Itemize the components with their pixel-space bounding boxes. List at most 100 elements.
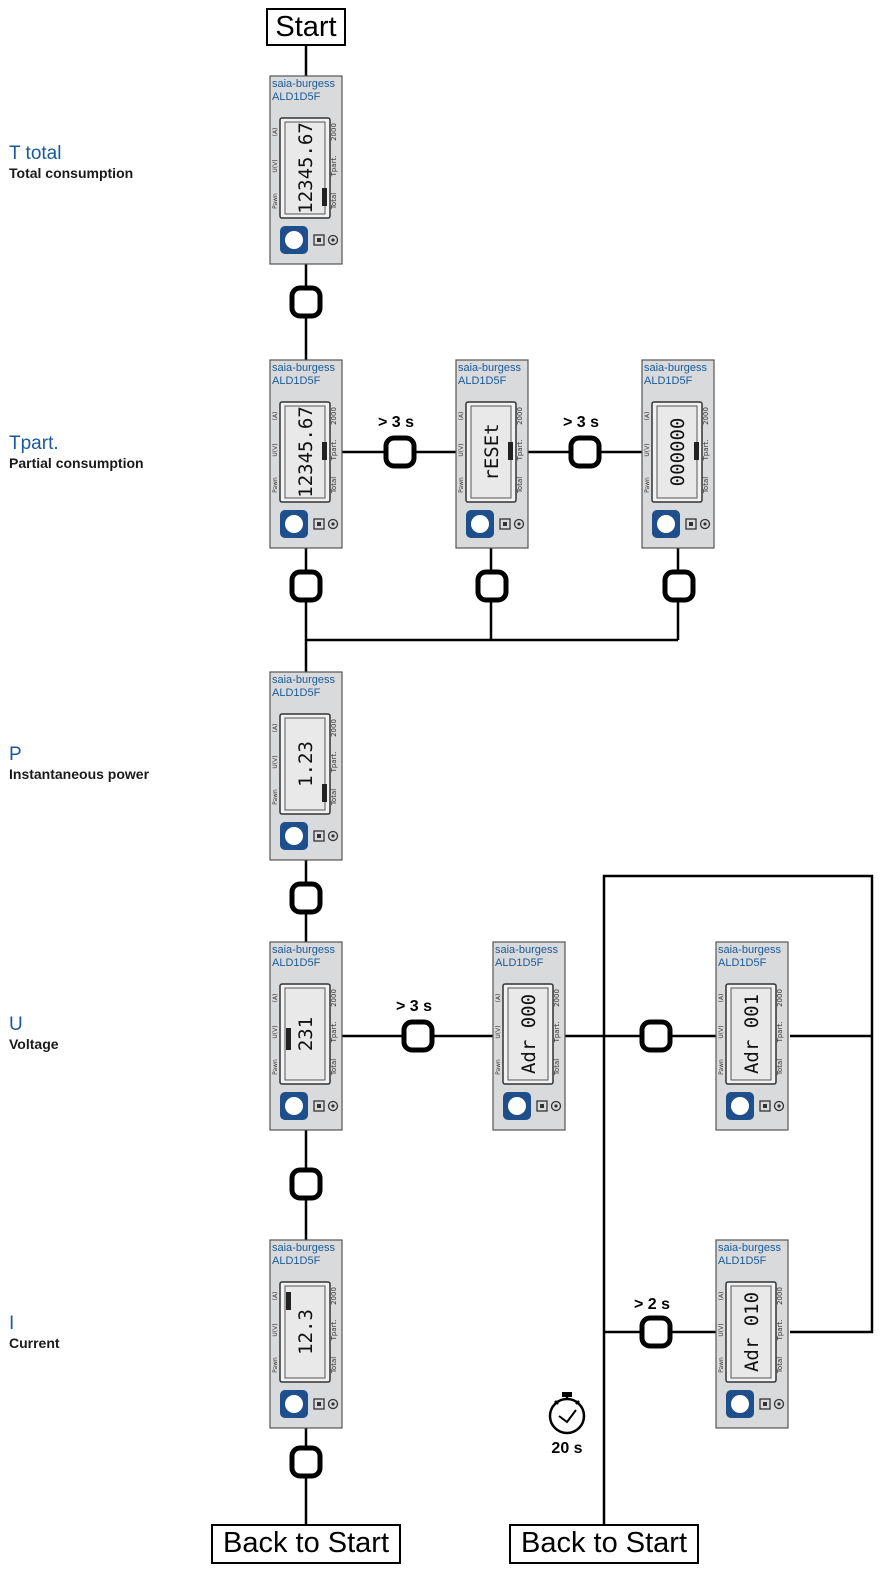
long-press-label: > 2 s [633,1296,671,1313]
brand-label: saia-burgess [718,944,781,956]
button-press-node [568,435,602,469]
lcd-indicator [322,188,327,206]
device-button-face [285,827,303,845]
lcd-side-label: Pawn [718,1357,725,1373]
meters: saia-burgessALD1D5F12345.67(A)U(V)Pawn20… [269,75,789,1429]
lcd-indicator [322,442,327,460]
section-label-i: I Current [9,1313,60,1351]
lcd-side-label: U(V) [644,443,651,456]
lcd-readout: 231 [295,1017,317,1051]
lcd-side-label: (A) [458,412,465,421]
meter-device: saia-burgessALD1D5F1.23(A)U(V)Pawn2000Tp… [269,671,343,861]
lcd-side-label: Pawn [718,1059,725,1075]
section-label-u: U Voltage [9,1014,59,1052]
model-label: ALD1D5F [644,375,693,387]
lcd-side-label: 2000 [553,989,561,1007]
lcd-side-label: U(V) [272,755,279,768]
lcd-side-label: U(V) [272,443,279,456]
device-button-face [508,1097,526,1115]
lcd-side-label: (A) [495,994,502,1003]
device-button-face [657,515,675,533]
section-title: P [9,744,22,765]
model-label: ALD1D5F [272,375,321,387]
section-subtitle: Current [9,1335,60,1351]
lcd-side-label: Pawn [272,1357,279,1373]
lcd-side-label: Pawn [272,789,279,805]
meter-device: saia-burgessALD1D5FrESEt(A)U(V)Pawn2000T… [455,359,529,549]
meter-device: saia-burgessALD1D5F12.3(A)U(V)Pawn2000Tp… [269,1239,343,1429]
section-label-p: P Instantaneous power [9,744,149,782]
model-label: ALD1D5F [272,91,321,103]
lcd-side-label: Total [330,477,338,494]
button-press-node [289,285,323,319]
button-press-node [475,569,509,603]
lcd-side-label: U(V) [458,443,465,456]
device-button-face [285,1097,303,1115]
device-button-face [285,231,303,249]
button-press-node [383,435,417,469]
lcd-side-label: Total [516,477,524,494]
device-button-face [285,515,303,533]
lcd-side-label: 2000 [516,407,524,425]
button-press-node [289,1445,323,1479]
long-press-label: > 3 s [395,998,433,1015]
section-subtitle: Total consumption [9,165,134,181]
timeout-label: 20 s [551,1440,583,1457]
button-press-node [289,881,323,915]
section-title: Tpart. [9,433,59,454]
lcd-side-label: Tpart. [516,440,524,462]
lcd-side-label: 2000 [776,989,784,1007]
lcd-indicator [322,784,327,802]
brand-label: saia-burgess [272,1242,335,1254]
section-title: U [9,1014,23,1035]
lcd-side-label: 2000 [776,1287,784,1305]
lcd-side-label: Total [330,789,338,806]
brand-label: saia-burgess [495,944,558,956]
lcd-side-label: 2000 [702,407,710,425]
lcd-side-label: (A) [718,1292,725,1301]
model-label: ALD1D5F [718,1255,767,1267]
brand-label: saia-burgess [272,362,335,374]
lcd-readout: 12345.67 [295,406,317,498]
lcd-indicator [286,1292,291,1310]
lcd-readout: 12.3 [295,1309,317,1355]
button-press-node [289,1167,323,1201]
lcd-side-label: Total [330,1357,338,1374]
lcd-side-label: 2000 [330,407,338,425]
lcd-side-label: 2000 [330,719,338,737]
back-to-start-box: Back to Start [509,1524,699,1564]
brand-label: saia-burgess [458,362,521,374]
section-subtitle: Partial consumption [9,455,144,471]
lcd-side-label: (A) [272,1292,279,1301]
section-label-t-total: T total Total consumption [9,143,133,181]
lcd-side-label: U(V) [495,1025,502,1038]
lcd-readout: rESEt [481,423,503,480]
section-title: T total [9,143,62,164]
lcd-indicator [694,442,699,460]
device-button-face [285,1395,303,1413]
device-button-face [731,1097,749,1115]
lcd-side-label: U(V) [272,159,279,172]
lcd-side-label: Tpart. [702,440,710,462]
lcd-side-label: Total [702,477,710,494]
brand-label: saia-burgess [272,944,335,956]
lcd-side-label: (A) [272,994,279,1003]
brand-label: saia-burgess [644,362,707,374]
stopwatch-icon [548,1392,586,1435]
device-button-face [471,515,489,533]
device-button-face [731,1395,749,1413]
lcd-readout: 000000 [667,418,689,487]
lcd-side-label: U(V) [272,1025,279,1038]
long-press-label: > 3 s [562,414,600,431]
lcd-side-label: Pawn [272,477,279,493]
lcd-side-label: Tpart. [553,1022,561,1044]
lcd-side-label: (A) [272,412,279,421]
lcd-readout: Adr 001 [741,994,763,1074]
meter-device: saia-burgessALD1D5F000000(A)U(V)Pawn2000… [641,359,715,549]
lcd-readout: Adr 000 [518,994,540,1074]
brand-label: saia-burgess [272,78,335,90]
